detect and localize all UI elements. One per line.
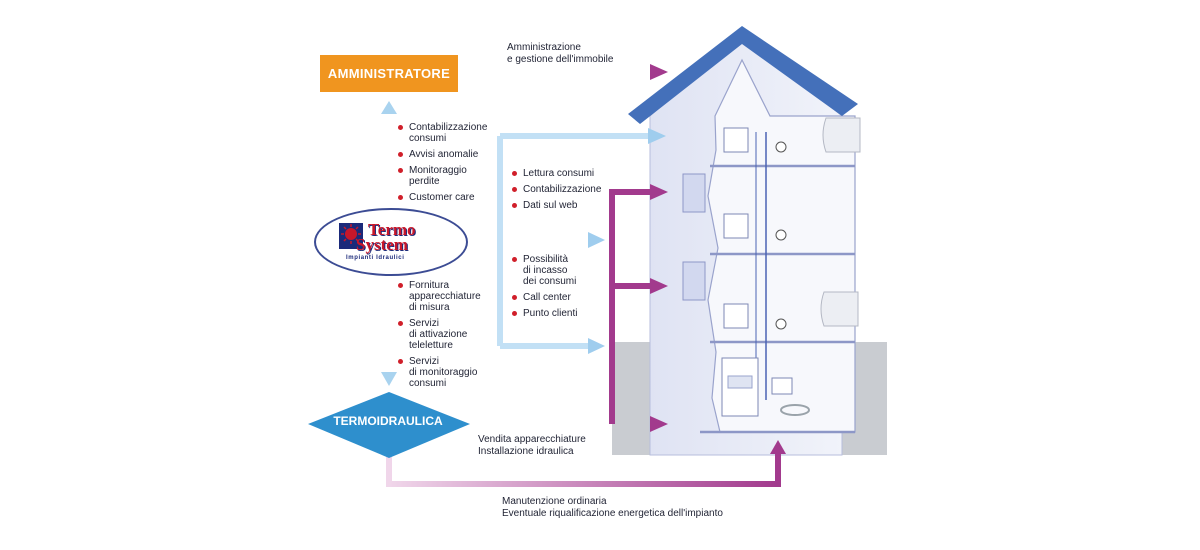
bullet-icon — [398, 152, 403, 157]
list-item: Lettura consumi — [512, 168, 601, 179]
service-arrows-purple — [386, 64, 786, 487]
bullet-icon — [512, 187, 517, 192]
list-to-building-bottom: Possibilità di incasso dei consumi Call … — [512, 254, 577, 324]
bullet-icon — [398, 168, 403, 173]
radiator-icon — [822, 117, 861, 153]
logo-word-2: System — [356, 235, 408, 254]
bullet-icon — [512, 257, 517, 262]
bullet-icon — [512, 203, 517, 208]
bullet-icon — [512, 311, 517, 316]
valve-icon — [775, 141, 787, 153]
termoidraulica-label: TERMOIDRAULICA — [333, 414, 443, 428]
list-to-admin: Contabilizzazione consumi Avvisi anomali… — [398, 122, 487, 208]
bullet-icon — [398, 321, 403, 326]
edge-label-admin: Amministrazione e gestione dell'immobile — [507, 42, 614, 65]
radiator-icon — [820, 291, 859, 327]
bullet-icon — [512, 295, 517, 300]
meter-icon — [723, 127, 749, 153]
bullet-icon — [398, 359, 403, 364]
bullet-icon — [398, 125, 403, 130]
window — [682, 261, 706, 301]
edge-label-termoidraulica: Vendita apparecchiature Installazione id… — [478, 434, 586, 457]
window — [682, 173, 706, 213]
sun-house-icon — [339, 223, 363, 249]
meter-icon — [723, 213, 749, 239]
logo-subtitle: Impianti Idraulici — [346, 255, 405, 261]
service-arrows-blue — [381, 101, 666, 386]
meter-icon — [723, 303, 749, 329]
list-item: Servizi di monitoraggio consumi — [398, 356, 481, 389]
list-item: Customer care — [398, 192, 487, 203]
arrow-down-icon — [381, 372, 397, 386]
valve-icon — [775, 318, 787, 330]
list-to-termoidraulica: Fornitura apparecchiature di misura Serv… — [398, 280, 481, 394]
list-item: Fornitura apparecchiature di misura — [398, 280, 481, 313]
valve-icon — [775, 229, 787, 241]
list-item: Call center — [512, 292, 577, 303]
list-item: Contabilizzazione — [512, 184, 601, 195]
edge-label-bottom: Manutenzione ordinaria Eventuale riquali… — [502, 496, 723, 519]
list-item: Contabilizzazione consumi — [398, 122, 487, 144]
termosystem-logo: Termo System Impianti Idraulici — [314, 208, 468, 276]
arrow-up-icon — [770, 440, 786, 454]
list-item: Dati sul web — [512, 200, 601, 211]
pipe-coil-icon — [780, 404, 810, 416]
building — [628, 26, 861, 456]
bullet-icon — [398, 283, 403, 288]
termoidraulica-node — [308, 392, 470, 458]
arrow-up-icon — [381, 101, 397, 114]
logo-word-1: Termo — [368, 220, 416, 239]
list-to-building-top: Lettura consumi Contabilizzazione Dati s… — [512, 168, 601, 216]
roof — [628, 26, 858, 124]
list-item: Servizi di attivazione teleletture — [398, 318, 481, 351]
controller-icon — [771, 377, 793, 395]
list-item: Monitoraggio perdite — [398, 165, 487, 187]
administrator-node: AMMINISTRATORE — [320, 55, 458, 92]
list-item: Possibilità di incasso dei consumi — [512, 254, 577, 287]
bullet-icon — [398, 195, 403, 200]
bullet-icon — [512, 171, 517, 176]
list-item: Punto clienti — [512, 308, 577, 319]
list-item: Avvisi anomalie — [398, 149, 487, 160]
